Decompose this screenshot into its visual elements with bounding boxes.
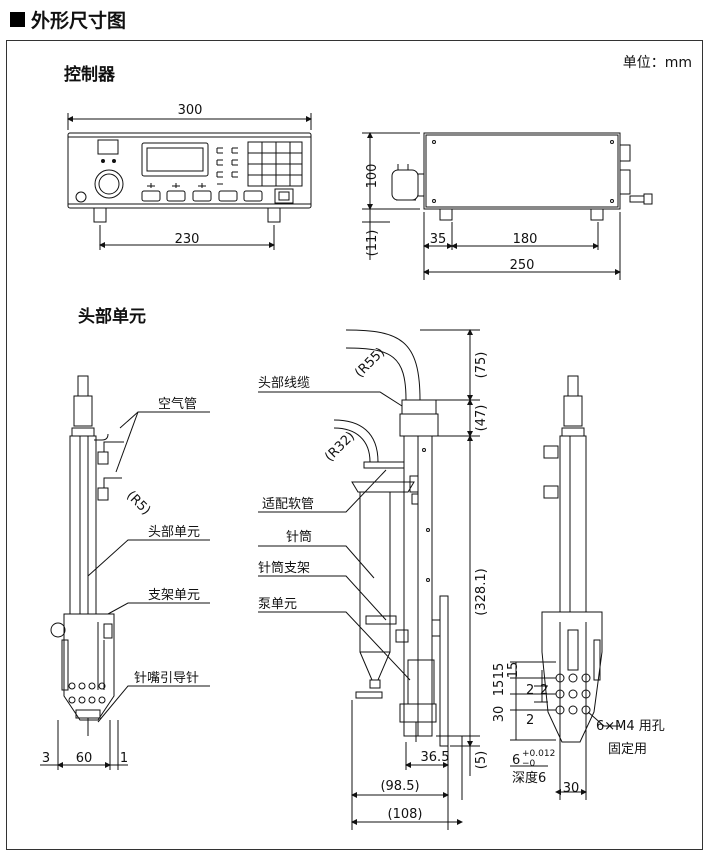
dim-tolerance-lower: −0	[522, 759, 536, 769]
square-bullet-icon	[10, 11, 25, 27]
dim-v15c: 15	[506, 662, 521, 679]
dim-controller-base: 230	[175, 232, 200, 247]
section-header: 外形尺寸图	[10, 6, 126, 32]
dim-36-5: 36.5	[421, 750, 450, 765]
dim-controller-foot: (11)	[365, 230, 380, 257]
dim-controller-height: 100	[365, 164, 380, 189]
label-syringe: 针筒	[286, 529, 312, 545]
dim-v30: 30	[492, 706, 507, 723]
head-unit-title: 头部单元	[78, 307, 146, 327]
dim-3: 3	[42, 751, 50, 766]
label-fixing: 固定用	[608, 742, 647, 757]
label-adapter-tube: 适配软管	[262, 497, 314, 512]
label-r32: (R32)	[322, 429, 358, 465]
label-air-tube: 空气管	[158, 396, 197, 412]
dim-47: (47)	[474, 405, 489, 432]
label-mount-holes: 6×M4 用孔	[596, 719, 665, 734]
label-depth6: 深度6	[512, 770, 546, 786]
controller-front-view	[67, 113, 312, 250]
unit-label: 单位：mm	[622, 55, 692, 71]
label-head-unit: 头部单元	[148, 525, 200, 540]
label-guide-pin: 针嘴引导针	[134, 671, 199, 686]
dim-328: (328.1)	[474, 568, 489, 615]
head-unit-front-view	[40, 375, 210, 770]
label-head-cable: 头部线缆	[258, 375, 310, 391]
dim-60: 60	[76, 751, 93, 766]
dim-tolerance-upper: +0.012	[522, 749, 555, 759]
dim-30-bottom: 30	[563, 781, 580, 796]
dim-v15b: 15	[492, 663, 507, 680]
page-title: 外形尺寸图	[31, 9, 127, 32]
label-pump-unit: 泵单元	[258, 597, 297, 612]
label-r55: (R55)	[352, 345, 388, 381]
head-unit-rear-view	[510, 375, 620, 800]
dim-1: 1	[120, 751, 128, 766]
label-syringe-bracket: 针筒支架	[258, 560, 310, 576]
label-r5: (R5)	[123, 488, 153, 518]
dim-2b: 2	[526, 713, 534, 728]
controller-title: 控制器	[64, 65, 115, 85]
drawing-frame	[6, 40, 703, 850]
dim-2c: 2	[540, 683, 548, 698]
dim-5: (5)	[474, 751, 489, 769]
dim-side-a: 35	[430, 232, 447, 247]
dim-side-b: 180	[513, 232, 538, 247]
head-unit-side-view	[258, 329, 480, 830]
dim-108: (108)	[388, 807, 423, 822]
dim-2a: 2	[526, 683, 534, 698]
dim-75: (75)	[474, 352, 489, 379]
dim-depth: 250	[510, 258, 535, 273]
dim-controller-width: 300	[178, 103, 203, 118]
dim-v15a: 15	[492, 680, 507, 697]
dim-98-5: (98.5)	[380, 779, 419, 794]
dim-6: 6	[512, 753, 520, 768]
controller-side-view	[362, 132, 653, 280]
label-bracket-unit: 支架单元	[148, 588, 200, 603]
